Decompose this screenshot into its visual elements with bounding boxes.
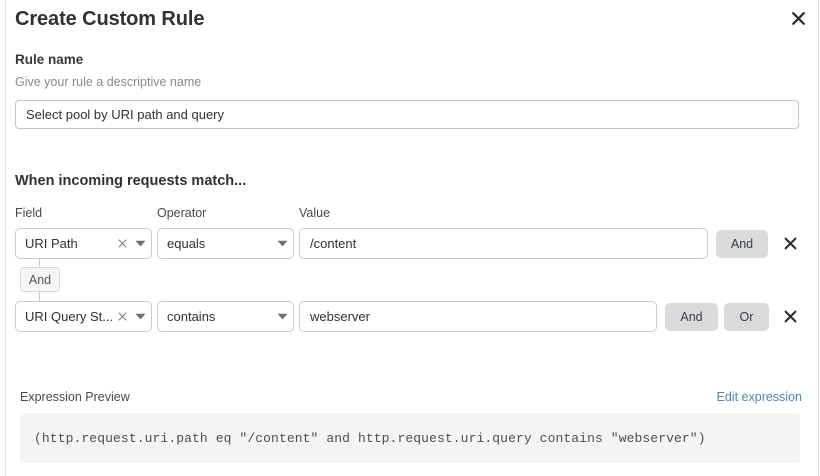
value-input-2[interactable] (299, 301, 657, 332)
rule-name-input[interactable] (15, 100, 799, 129)
operator-select-1[interactable]: equals (157, 228, 294, 259)
rule-name-hint: Give your rule a descriptive name (15, 75, 202, 89)
create-custom-rule-dialog: Create Custom Rule Rule name Give your r… (5, 0, 819, 476)
expression-preview-box: (http.request.uri.path eq "/content" and… (20, 413, 800, 463)
delete-row-1-button[interactable] (781, 234, 799, 252)
close-small-icon[interactable] (115, 237, 129, 251)
field-select-1-value: URI Path (25, 236, 78, 251)
delete-row-2-button[interactable] (781, 307, 799, 325)
field-select-2-value: URI Query St... (25, 309, 114, 324)
expression-preview-label: Expression Preview (20, 390, 130, 404)
operator-select-2-value: contains (167, 309, 216, 324)
field-select-1[interactable]: URI Path (15, 228, 152, 259)
chevron-down-icon[interactable] (129, 236, 151, 252)
field-select-2[interactable]: URI Query St... (15, 301, 152, 332)
and-button-row-2[interactable]: And (665, 303, 718, 331)
match-section-title: When incoming requests match... (15, 173, 247, 189)
rule-name-label: Rule name (15, 52, 84, 67)
or-button-row-2[interactable]: Or (724, 303, 769, 331)
chevron-down-icon[interactable] (129, 309, 151, 325)
chevron-down-icon[interactable] (271, 309, 293, 325)
expression-preview-text: (http.request.uri.path eq "/content" and… (34, 430, 706, 446)
value-input-1[interactable] (299, 228, 708, 259)
operator-select-2[interactable]: contains (157, 301, 294, 332)
chevron-down-icon[interactable] (271, 236, 293, 252)
page-title: Create Custom Rule (15, 8, 205, 30)
close-icon[interactable] (787, 7, 809, 29)
operator-select-1-value: equals (167, 236, 206, 251)
column-header-field: Field (15, 206, 43, 220)
connector-and-badge[interactable]: And (20, 267, 60, 292)
edit-expression-link[interactable]: Edit expression (716, 390, 802, 404)
column-header-operator: Operator (157, 206, 207, 220)
and-button-row-1[interactable]: And (716, 230, 768, 258)
column-header-value: Value (299, 206, 331, 220)
close-small-icon[interactable] (115, 310, 129, 324)
